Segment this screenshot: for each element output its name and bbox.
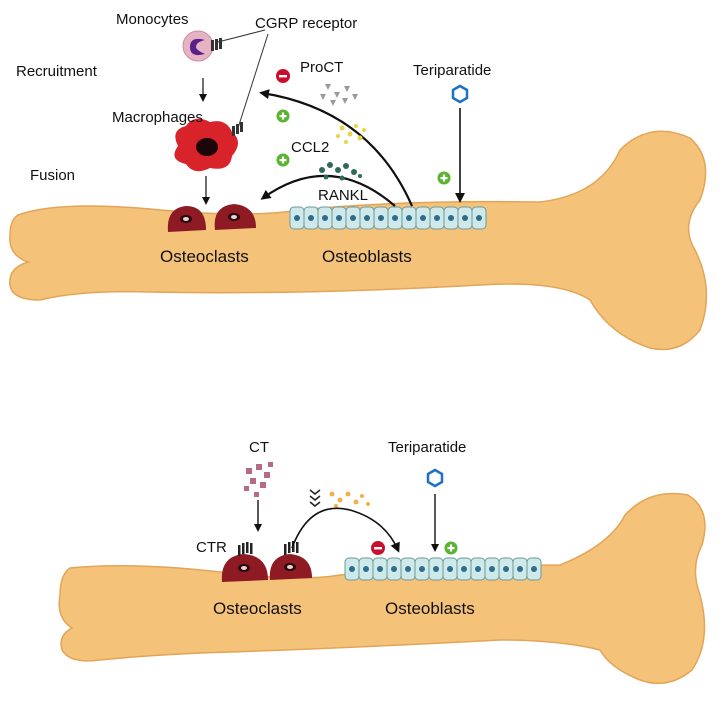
- ctr-label: CTR: [196, 539, 227, 556]
- macrophages-label: Macrophages: [112, 109, 203, 126]
- cgrp-receptor-icon: [232, 122, 243, 136]
- rankl-particles: [319, 162, 362, 181]
- signal-particles: [329, 491, 370, 508]
- procT-particles: [320, 84, 358, 106]
- teriparatide-hexagon-icon: [451, 84, 469, 104]
- bone-top: [9, 130, 708, 351]
- osteoblasts-label: Osteoblasts: [385, 599, 475, 618]
- inhibit-sign-icon: [276, 69, 290, 83]
- osteoclasts-label: Osteoclasts: [213, 599, 302, 618]
- chevron-particles: [309, 489, 321, 507]
- cgrp-leader-line: [237, 33, 269, 129]
- recruitment-label: Recruitment: [16, 63, 98, 80]
- procT-label: ProCT: [300, 59, 343, 76]
- osteoblast-row-top: [289, 206, 487, 230]
- teriparatide-label: Teriparatide: [388, 439, 466, 456]
- teriparatide-label: Teriparatide: [413, 62, 491, 79]
- stimulate-sign-icon: [437, 171, 451, 185]
- rankl-label: RANKL: [318, 187, 368, 204]
- top-panel: Monocytes CGRP receptor Recruitment Macr…: [9, 11, 708, 351]
- ccl2-label: CCL2: [291, 139, 329, 156]
- osteoclast-icon: [221, 554, 268, 582]
- osteoclast-to-osteoblast-arrow: [291, 507, 400, 553]
- osteoclasts-label: Osteoclasts: [160, 247, 249, 266]
- osteoclast-icon: [167, 206, 206, 232]
- procT-arrow: [259, 89, 414, 207]
- ct-label: CT: [249, 439, 269, 456]
- bone-bottom: [58, 492, 706, 685]
- ctr-receptor-icon: [238, 541, 299, 556]
- macrophage-icon: [174, 118, 238, 172]
- stimulate-sign-icon: [444, 541, 458, 555]
- ct-particles: [244, 462, 273, 497]
- osteoblasts-label: Osteoblasts: [322, 247, 412, 266]
- stimulate-sign-icon: [276, 109, 290, 123]
- inhibit-sign-icon: [371, 541, 385, 555]
- stimulate-sign-icon: [276, 153, 290, 167]
- fusion-label: Fusion: [30, 167, 75, 184]
- osteoclast-icon: [269, 554, 312, 580]
- cgrp-receptor-label: CGRP receptor: [255, 15, 357, 32]
- teriparatide-hexagon-icon: [426, 468, 444, 488]
- cgrp-leader-line: [217, 29, 266, 43]
- osteoblast-row-bottom: [344, 557, 542, 581]
- cgrp-receptor-icon: [211, 38, 222, 51]
- bottom-panel: CT CTR Teriparatide Osteoclasts Osteobla…: [58, 439, 706, 685]
- monocyte-icon: [182, 30, 214, 62]
- osteoclast-icon: [214, 204, 256, 230]
- monocytes-label: Monocytes: [116, 11, 189, 28]
- rankl-arrow: [260, 174, 396, 207]
- ccl2-particles: [336, 124, 366, 144]
